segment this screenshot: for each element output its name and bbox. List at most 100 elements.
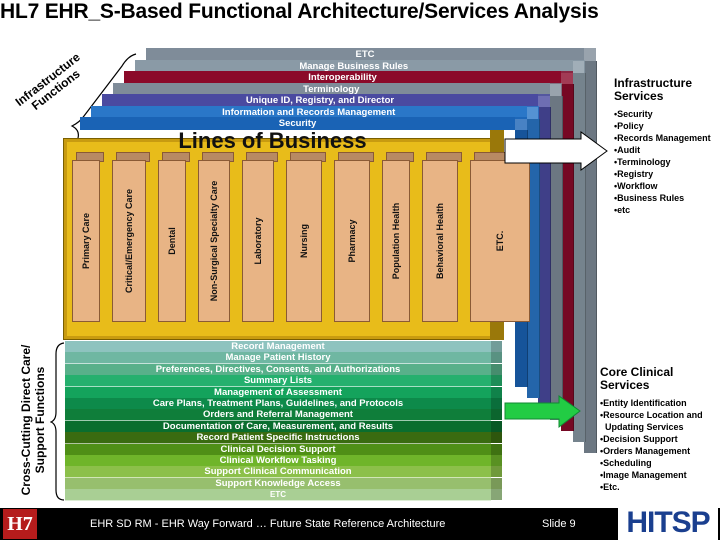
service-item: •Terminology <box>614 157 671 167</box>
lob-column-label: Behavioral Health <box>435 202 445 280</box>
core-layer: Management of Assessment <box>65 386 491 399</box>
lines-of-business-title: Lines of Business <box>178 128 367 153</box>
lob-column: Critical/Emergency Care <box>112 160 146 322</box>
infra-layer: Manage Business Rules <box>135 59 573 73</box>
lob-column-label: Pharmacy <box>347 219 357 263</box>
infra-layer-corner <box>515 117 527 130</box>
service-item: •Business Rules <box>614 193 685 203</box>
service-item: •Entity Identification <box>600 398 687 408</box>
infra-layer-side <box>549 95 563 420</box>
service-item: •Audit <box>614 145 641 155</box>
service-item: •Image Management <box>600 470 687 480</box>
infra-arrow <box>504 131 608 171</box>
core-layer: Preferences, Directives, Consents, and A… <box>65 363 491 376</box>
lob-column: Laboratory <box>242 160 274 322</box>
core-services-heading: Core Clinical Services <box>600 365 674 392</box>
lob-column-label: Non-Surgical Specialty Care <box>209 180 219 302</box>
infra-brace <box>70 53 137 139</box>
core-layer-side <box>491 386 502 398</box>
core-layer-side <box>491 489 502 501</box>
infra-layer-side <box>572 72 586 442</box>
core-services-list: •Entity Identification •Resource Location… <box>600 397 703 493</box>
core-layer: Summary Lists <box>65 375 491 388</box>
core-layer: Record Patient Specific Instructions <box>65 432 491 445</box>
core-layer: Clinical Workflow Tasking <box>65 455 491 467</box>
core-layer-side <box>491 341 502 352</box>
core-layer: Care Plans, Treatment Plans, Guidelines,… <box>65 398 491 410</box>
cross-cutting-brace <box>50 342 65 501</box>
service-item: •Workflow <box>614 181 658 191</box>
lob-column-label: Critical/Emergency Care <box>124 188 134 294</box>
lob-column: Nursing <box>286 160 322 322</box>
service-item: •Registry <box>614 169 654 179</box>
infra-layer-side <box>538 107 551 409</box>
core-layer: Clinical Decision Support <box>65 443 491 456</box>
lob-column-label: ETC. <box>495 230 505 252</box>
infra-layer-corner <box>584 48 596 61</box>
service-item: •Policy <box>614 121 644 131</box>
lob-column: Non-Surgical Specialty Care <box>198 160 230 322</box>
infra-layer-side <box>561 84 574 431</box>
lob-column: Dental <box>158 160 186 322</box>
infra-layer: Terminology <box>113 82 550 96</box>
service-item: •Orders Management <box>600 446 691 456</box>
infra-layer: Information and Records Management <box>91 105 527 119</box>
infra-layer: Security <box>80 117 515 130</box>
core-layer-side <box>491 455 502 466</box>
core-layer: Support Knowledge Access <box>65 477 491 490</box>
core-layer-side <box>491 375 502 387</box>
lob-column: Population Health <box>382 160 410 322</box>
core-layer-side <box>491 352 502 364</box>
service-item: •Security <box>614 109 653 119</box>
service-item: •etc <box>614 205 631 215</box>
infra-services-list: •Security •Policy •Records Management •Audi… <box>614 108 711 216</box>
lob-column-label: Dental <box>167 227 177 255</box>
lob-column-label: Laboratory <box>253 217 263 265</box>
lob-column-label: Primary Care <box>81 212 91 270</box>
service-item: Updating Services <box>600 422 684 432</box>
cross-cutting-label: Cross-Cutting Direct Care/ Support Funct… <box>19 344 47 496</box>
core-layer-side <box>491 398 502 409</box>
core-layer: Manage Patient History <box>65 352 491 365</box>
core-layer: Record Management <box>65 341 491 353</box>
core-arrow <box>504 395 581 429</box>
infra-layer-corner <box>526 105 539 119</box>
infra-layer: Interoperability <box>124 71 561 84</box>
infra-layer: Unique ID, Registry, and Director <box>102 94 538 107</box>
core-layer: ETC <box>65 489 491 502</box>
lob-column: Pharmacy <box>334 160 370 322</box>
core-layer-side <box>491 432 502 444</box>
core-layer: Documentation of Care, Measurement, and … <box>65 420 491 433</box>
lob-column: ETC. <box>470 160 530 322</box>
lob-column-label: Nursing <box>299 223 309 259</box>
infra-layer-corner <box>549 82 562 96</box>
infra-services-heading: Infrastructure Services <box>614 76 693 103</box>
infra-layer-corner <box>572 59 585 73</box>
core-layer-side <box>491 420 502 432</box>
core-layer-side <box>491 466 502 478</box>
core-layer-side <box>491 363 502 375</box>
hl7-logo: H7 <box>3 509 37 539</box>
core-layer: Support Clinical Communication <box>65 466 491 479</box>
core-layer-side <box>491 477 502 489</box>
infra-layer: ETC <box>146 48 584 61</box>
slide-number: Slide 9 <box>542 518 576 530</box>
core-layer: Orders and Referral Management <box>65 409 491 422</box>
core-layer-side <box>491 443 502 455</box>
infra-layer-corner <box>561 71 573 84</box>
infra-layer-corner <box>538 94 550 107</box>
infra-layer-side <box>584 61 597 453</box>
hitsp-logo: HITSP <box>618 505 718 540</box>
footer-bar <box>0 508 720 540</box>
service-item: •Records Management <box>614 133 711 143</box>
lob-column: Primary Care <box>72 160 100 322</box>
service-item: •Scheduling <box>600 458 652 468</box>
lob-column: Behavioral Health <box>422 160 458 322</box>
service-item: •Etc. <box>600 482 620 492</box>
service-item: •Resource Location and <box>600 410 703 420</box>
page-title: HL7 EHR_S-Based Functional Architecture/… <box>0 0 599 23</box>
lob-column-label: Population Health <box>391 202 401 280</box>
core-layer-side <box>491 409 502 421</box>
footer-text: EHR SD RM - EHR Way Forward … Future Sta… <box>90 518 446 530</box>
service-item: •Decision Support <box>600 434 678 444</box>
